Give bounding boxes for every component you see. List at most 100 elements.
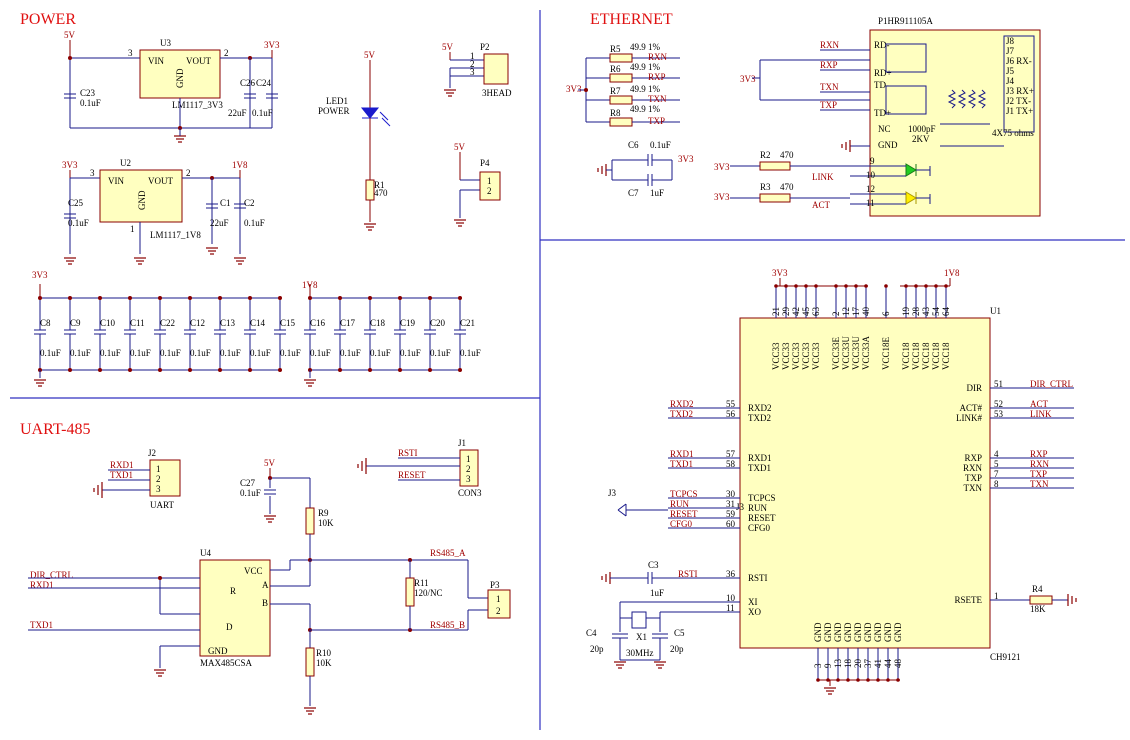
r2-ref: R2 <box>760 150 771 160</box>
r10-ref: R10 <box>316 648 332 658</box>
u1-right-net: RXP <box>1030 449 1048 459</box>
r1-ref: R1 <box>374 180 385 190</box>
svg-text:2: 2 <box>466 464 471 474</box>
u1-top-pin-num: 42 <box>791 307 801 316</box>
r9-val: 10K <box>318 518 334 528</box>
u1-right-net: ACT <box>1030 399 1049 409</box>
u1-left-pin-name: XO <box>748 607 761 617</box>
u1-right-pin-num: 4 <box>994 449 999 459</box>
c24-ref: C24 <box>256 78 272 88</box>
u1-left-net: TCPCS <box>670 489 698 499</box>
svg-text:3: 3 <box>466 474 471 484</box>
led1-ref: LED1 <box>326 96 348 106</box>
p2-name: 3HEAD <box>482 88 512 98</box>
decap-ref: C18 <box>370 318 386 328</box>
u1-top-pin-num: 28 <box>911 307 921 317</box>
j1-ref: J1 <box>458 438 466 448</box>
c6-ref: C6 <box>628 140 639 150</box>
u1-right-pin-num: 51 <box>994 379 1003 389</box>
u4-b: B <box>262 598 268 608</box>
decap-val: 0.1uF <box>160 348 181 358</box>
u1-right-pin-name: DIR <box>967 383 983 393</box>
u1-top-pin-name: VCC33 <box>791 342 801 370</box>
c6-val: 0.1uF <box>650 140 671 150</box>
decap-val: 0.1uF <box>370 348 391 358</box>
svg-text:11: 11 <box>866 198 875 208</box>
svg-text:1: 1 <box>470 51 475 61</box>
net-3v3-u2: 3V3 <box>62 160 78 170</box>
decap-ref: C17 <box>340 318 356 328</box>
u1-right-net: TXN <box>1030 479 1049 489</box>
jack-j2: J2 TX- <box>1006 96 1031 106</box>
r5-val: 49.9 1% <box>630 42 661 52</box>
u1-top-pin-num: 6 <box>881 311 891 316</box>
u1-bottom-pin-num: 48 <box>893 659 903 669</box>
decap-ref: C21 <box>460 318 475 328</box>
u3-pin2: 2 <box>224 48 229 58</box>
u1-left-pin-name: RSTI <box>748 573 768 583</box>
header-p2: 5V P2 123 3HEAD <box>442 42 512 98</box>
u1-left-pin-num: 30 <box>726 489 736 499</box>
c25-val: 0.1uF <box>68 218 89 228</box>
u3-vin: VIN <box>148 56 164 66</box>
u1-left-net: CFG0 <box>670 519 693 529</box>
jack-j6: J6 RX- <box>1006 56 1032 66</box>
c3-ref: C3 <box>648 560 659 570</box>
u2-vin: VIN <box>108 176 124 186</box>
c27-ref: C27 <box>240 478 256 488</box>
u1-ref: U1 <box>990 306 1001 316</box>
j2-net1: RXD1 <box>110 460 134 470</box>
x1-ref: X1 <box>636 632 647 642</box>
u1-left-net: TXD2 <box>670 409 693 419</box>
decap-ref: C16 <box>310 318 326 328</box>
svg-text:3: 3 <box>156 484 161 494</box>
decap-ref: C15 <box>280 318 296 328</box>
u1-top-pin-num: 12 <box>841 307 851 316</box>
c1-ref: C1 <box>220 198 231 208</box>
r5-ref: R5 <box>610 44 621 54</box>
decoupling-bank: 3V3 1V8 C80.1uFC90.1uFC100.1uFC110.1uFC2… <box>32 270 481 387</box>
u1-top-pin-name: VCC18 <box>921 342 931 370</box>
net-3v3-term: 3V3 <box>566 84 582 94</box>
j1-net2: RESET <box>398 470 426 480</box>
r6-val: 49.9 1% <box>630 62 661 72</box>
u1-left-pin-name: RESET <box>748 513 776 523</box>
u1-top-pin-num: 2 <box>831 312 841 317</box>
jack-j8: J8 <box>1006 36 1015 46</box>
jack-pin-rdm: RD- <box>874 40 890 50</box>
net-rs485a: RS485_A <box>430 548 466 558</box>
u3-ref: U3 <box>160 38 171 48</box>
decap-ref: C11 <box>130 318 145 328</box>
c7-ref: C7 <box>628 188 639 198</box>
c24-val: 0.1uF <box>252 108 273 118</box>
u1-bottom-pin-name: GND <box>843 622 853 642</box>
header-j1: J1 123 RSTI RESET CON3 <box>357 438 482 498</box>
u1-left-pin-num: 31 <box>726 499 735 509</box>
u1-top-pin-name: VCC33A <box>861 335 871 370</box>
u1-right-net: RXN <box>1030 459 1050 469</box>
u2-gnd: GND <box>137 190 147 210</box>
jack-net-txp: TXP <box>820 100 837 110</box>
c2-ref: C2 <box>244 198 255 208</box>
u1-right-pin-num: 5 <box>994 459 999 469</box>
u1-top-pin-name: VCC18 <box>911 342 921 370</box>
c5-val: 20p <box>670 644 684 654</box>
u1-bottom-pin-name: GND <box>853 622 863 642</box>
ch9121-ic: U1 CH9121 3V3 1V8 J3 J3 C3 1uF <box>586 268 1077 695</box>
jack-pin-nc: NC <box>878 124 891 134</box>
jack-pin-tdp: TD+ <box>874 108 891 118</box>
c7-val: 1uF <box>650 188 664 198</box>
ethernet-block: P1HR911105A 3V3 RXN RXP TXN TXP RD- RD+ … <box>714 16 1041 217</box>
r1-val: 470 <box>374 188 388 198</box>
u1-bottom-pin-name: GND <box>873 622 883 642</box>
decap-val: 0.1uF <box>130 348 151 358</box>
decap-ref: C14 <box>250 318 266 328</box>
c3-val: 1uF <box>650 588 664 598</box>
u1-bottom-pin-num: 37 <box>863 659 873 669</box>
p2-ref: P2 <box>480 42 490 52</box>
u1-left-pin-num: 55 <box>726 399 736 409</box>
u3-vout: VOUT <box>186 56 211 66</box>
u4-r: R <box>230 586 236 596</box>
u1-left-pin-name: CFG0 <box>748 523 771 533</box>
net-3v3-u1: 3V3 <box>772 268 788 278</box>
